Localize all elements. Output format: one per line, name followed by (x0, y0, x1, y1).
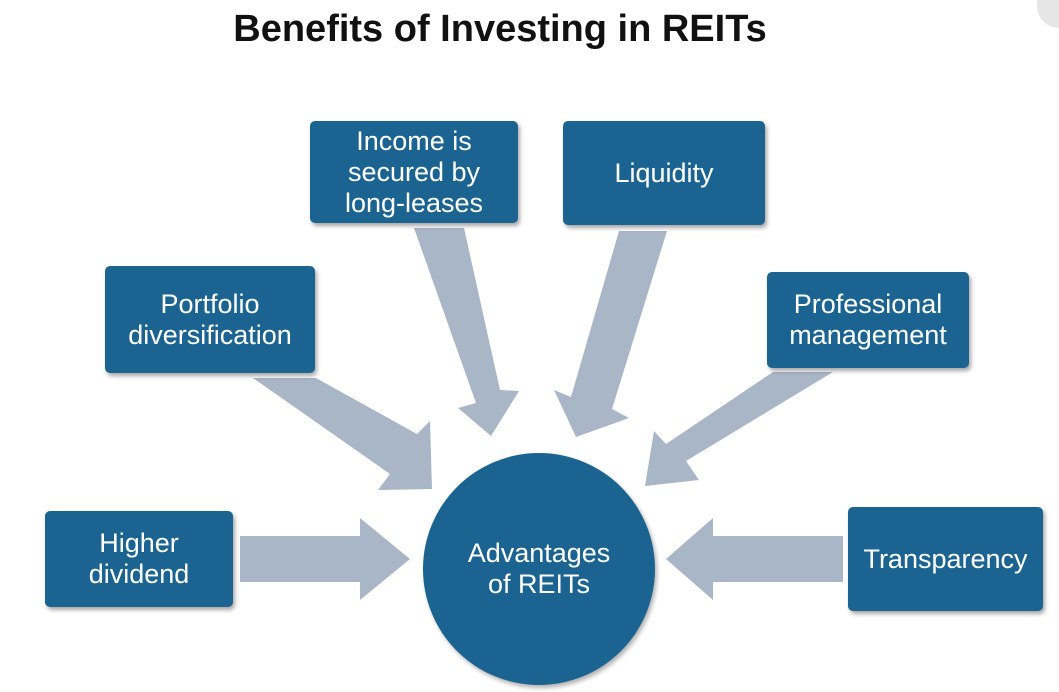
arrow-professional (645, 372, 833, 486)
arrow-liquidity (554, 231, 667, 437)
center-hub-circle: Advantages of REITs (423, 453, 655, 685)
benefit-box-dividend: Higher dividend (45, 511, 233, 607)
arrow-portfolio (253, 378, 432, 490)
arrow-dividend (240, 518, 410, 600)
page-corner-decoration (1037, 0, 1059, 28)
benefit-box-professional: Professional management (767, 272, 969, 368)
benefit-box-liquidity: Liquidity (563, 121, 765, 225)
benefit-box-income: Income is secured by long-leases (310, 121, 518, 223)
arrow-income (414, 228, 519, 436)
benefit-box-portfolio: Portfolio diversification (105, 266, 315, 373)
benefit-box-transparency: Transparency (848, 507, 1043, 611)
page-title: Benefits of Investing in REITs (233, 8, 767, 50)
arrow-transparency (666, 518, 843, 600)
